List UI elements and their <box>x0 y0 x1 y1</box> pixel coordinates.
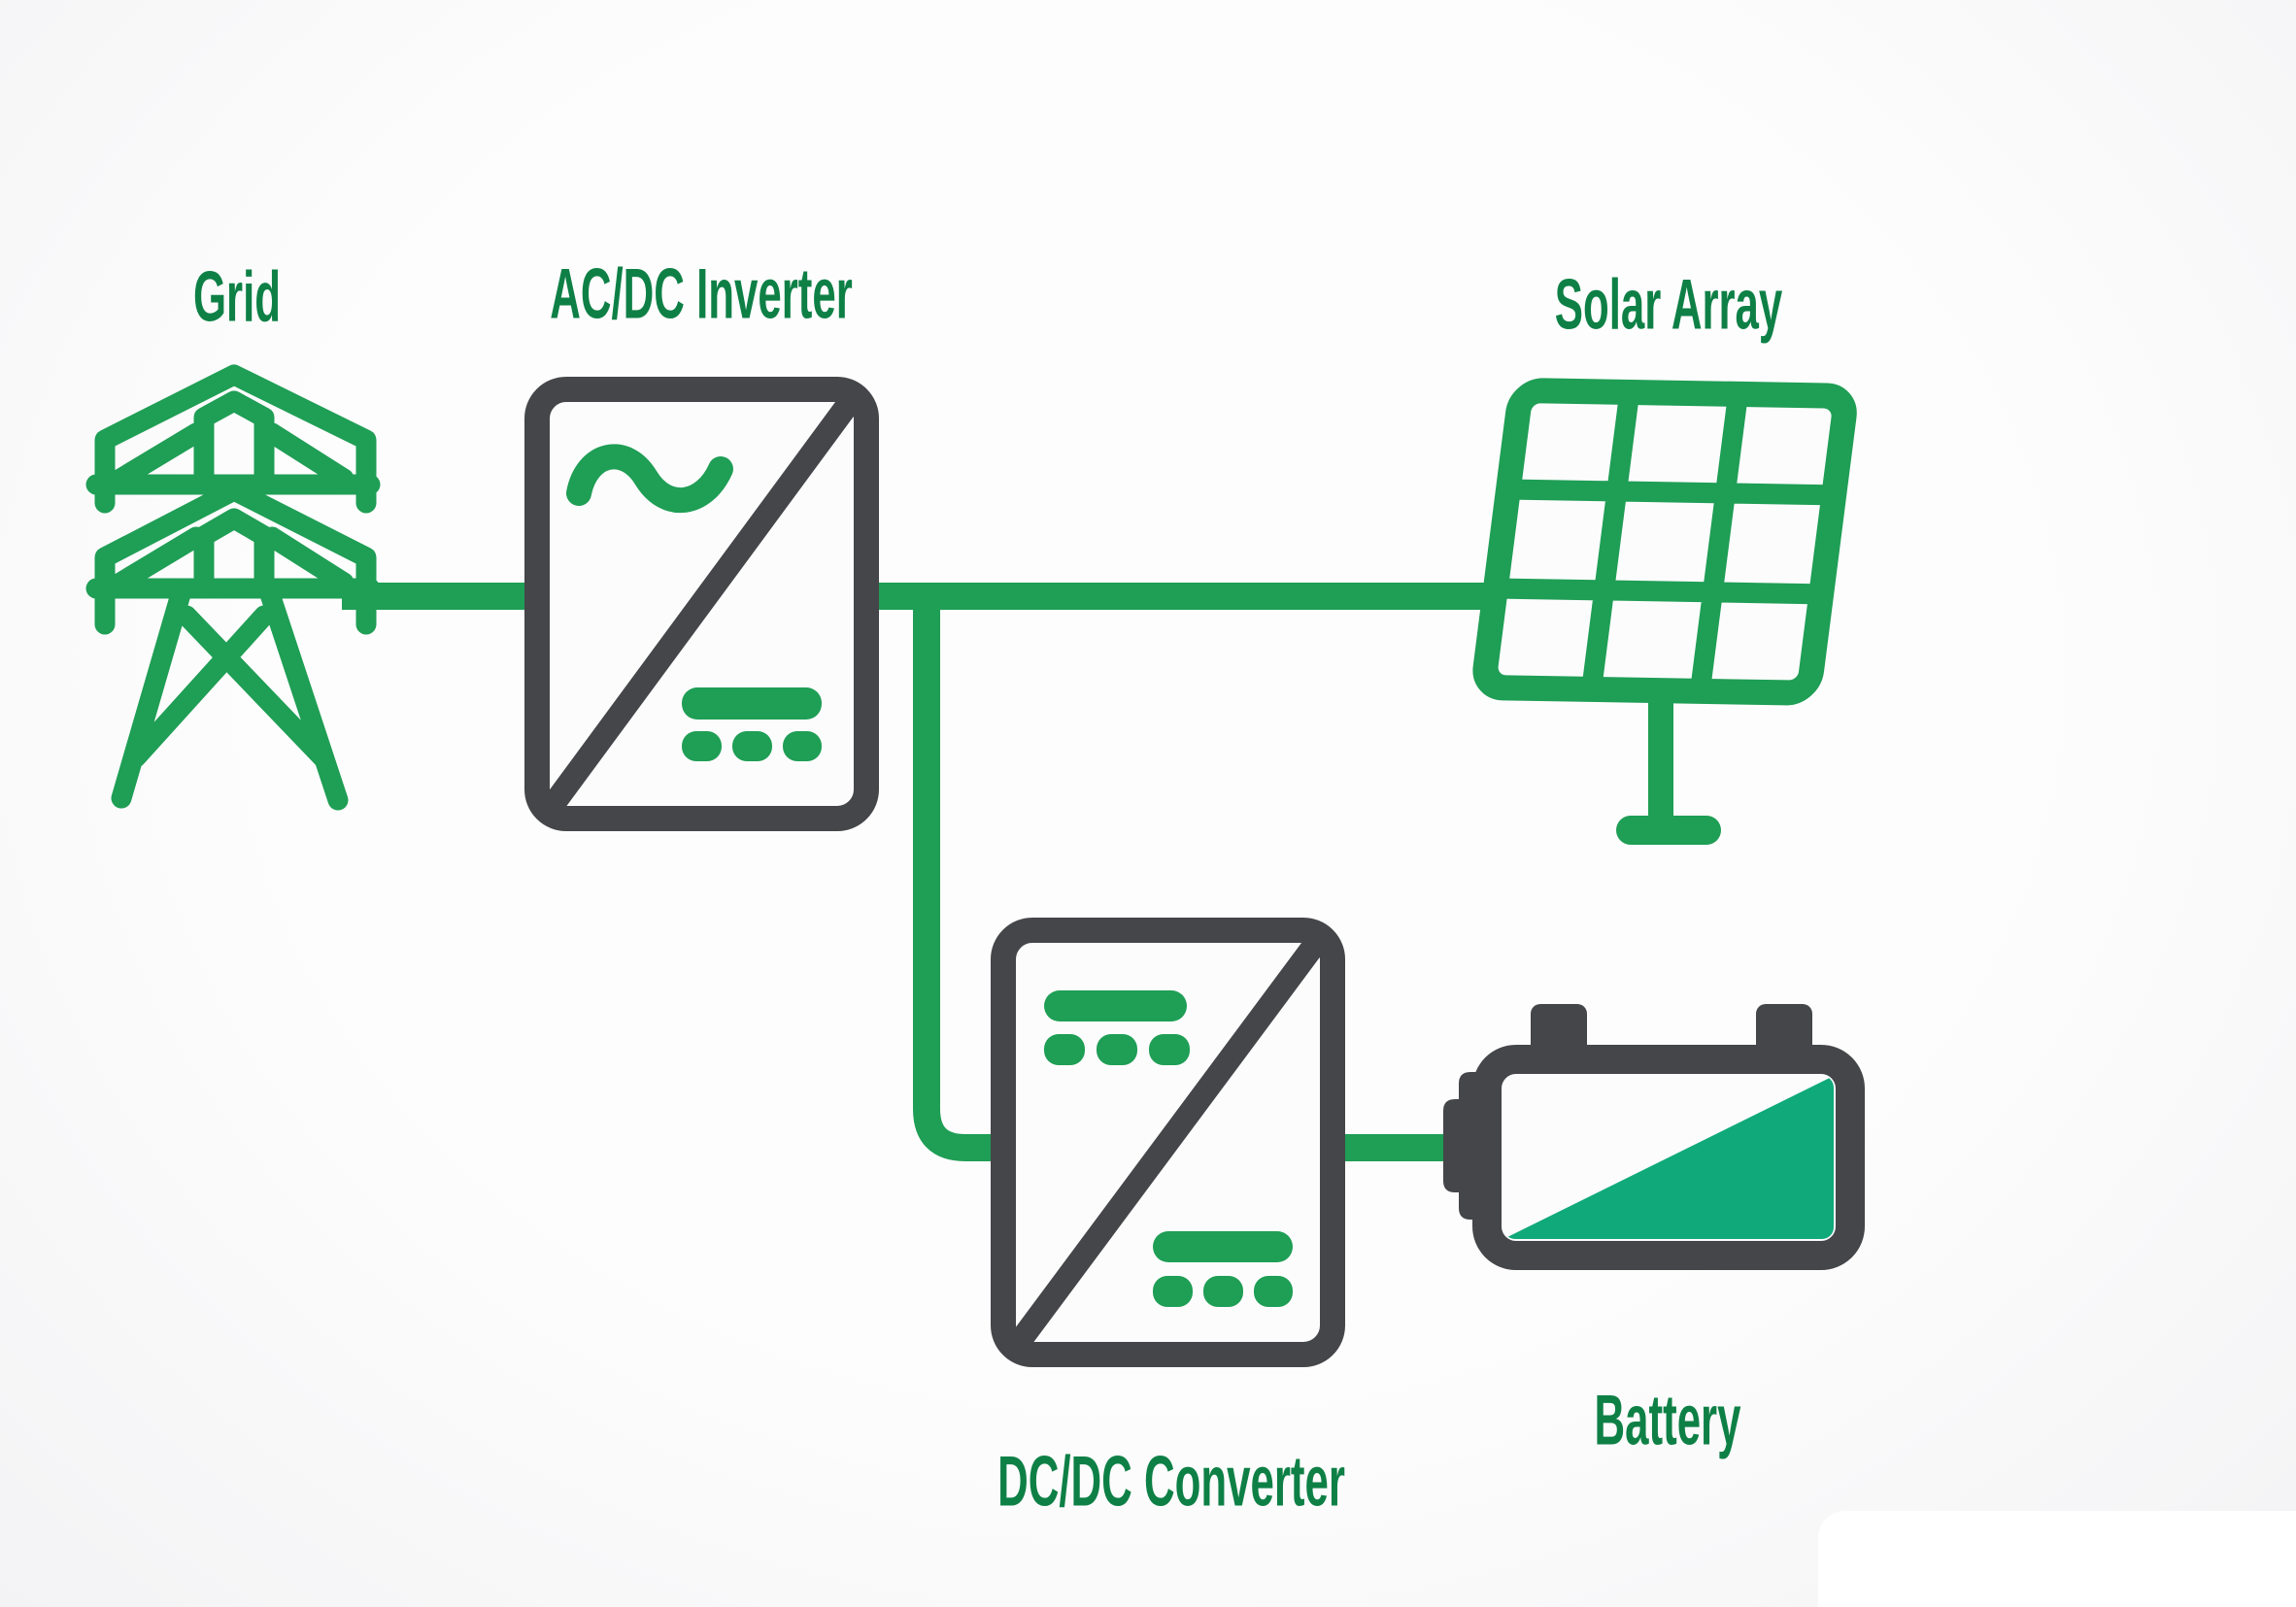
dc-long-bar <box>1044 990 1187 1021</box>
tower-top-roof <box>94 364 377 514</box>
transmission-tower-icon <box>85 364 381 811</box>
solar-panel-grid <box>1472 378 1857 706</box>
dc-dash <box>732 731 772 761</box>
dc-dash <box>1097 1034 1137 1065</box>
solar-array-label-text: Solar Array <box>1554 265 1783 345</box>
solar-panel-frame <box>1472 378 1857 706</box>
battery-label-text: Battery <box>1594 1381 1741 1460</box>
dc-dash <box>783 731 822 761</box>
tower-inner-peak-2 <box>193 508 275 599</box>
inverter-box-icon <box>524 377 879 831</box>
ac-sine-symbol <box>566 444 733 514</box>
converter-box-icon <box>991 918 1345 1367</box>
inverter-label-text: AC/DC Inverter <box>550 254 853 334</box>
grid-label: Grid <box>164 262 310 333</box>
dc-dash <box>1044 1034 1085 1065</box>
solar-stand-base <box>1616 816 1721 845</box>
solar-panel-icon <box>1472 378 1857 845</box>
dc-dash <box>1254 1276 1293 1307</box>
inverter-dc-bars-symbol <box>682 687 822 761</box>
dc-dash <box>1203 1276 1243 1307</box>
tower-brace-2-right <box>261 526 355 593</box>
converter-diagonal <box>1009 935 1325 1352</box>
tower-leg-right <box>259 584 349 811</box>
tower-brace-1-right <box>261 422 355 489</box>
inverter-label: AC/DC Inverter <box>449 259 953 330</box>
solar-array-label: Solar Array <box>1479 270 1859 341</box>
inverter-diagonal <box>542 394 859 816</box>
corner-white-patch <box>1818 1511 2296 1607</box>
battery-label: Battery <box>1545 1386 1790 1456</box>
converter-dc-bars-symbol-top <box>1044 990 1190 1065</box>
connection-lines <box>342 583 1507 1161</box>
dc-long-bar <box>1153 1231 1293 1262</box>
converter-label: DC/DC Converter <box>882 1447 1461 1518</box>
dc-dash <box>1149 1034 1190 1065</box>
dc-long-bar <box>682 687 822 720</box>
tower-leg-left <box>111 584 191 809</box>
tower-xbrace-1 <box>176 605 333 768</box>
tower-brace-1-left <box>110 422 207 489</box>
dc-dash <box>1153 1276 1193 1307</box>
solar-panel-cells <box>1494 391 1836 692</box>
converter-dc-bars-symbol-bottom <box>1153 1231 1293 1307</box>
dc-dash <box>682 731 722 761</box>
battery-icon <box>1443 1004 1865 1270</box>
converter-label-text: DC/DC Converter <box>997 1442 1345 1522</box>
solar-stand-pole <box>1648 680 1673 825</box>
wire-junction-to-converter <box>913 585 1015 1161</box>
tower-xbrace-2 <box>125 605 275 768</box>
grid-label-text: Grid <box>192 257 282 337</box>
tower-inner-peak-1 <box>193 390 275 495</box>
tower-brace-2-left <box>110 526 207 593</box>
battery-charge-triangle <box>1503 1076 1834 1239</box>
